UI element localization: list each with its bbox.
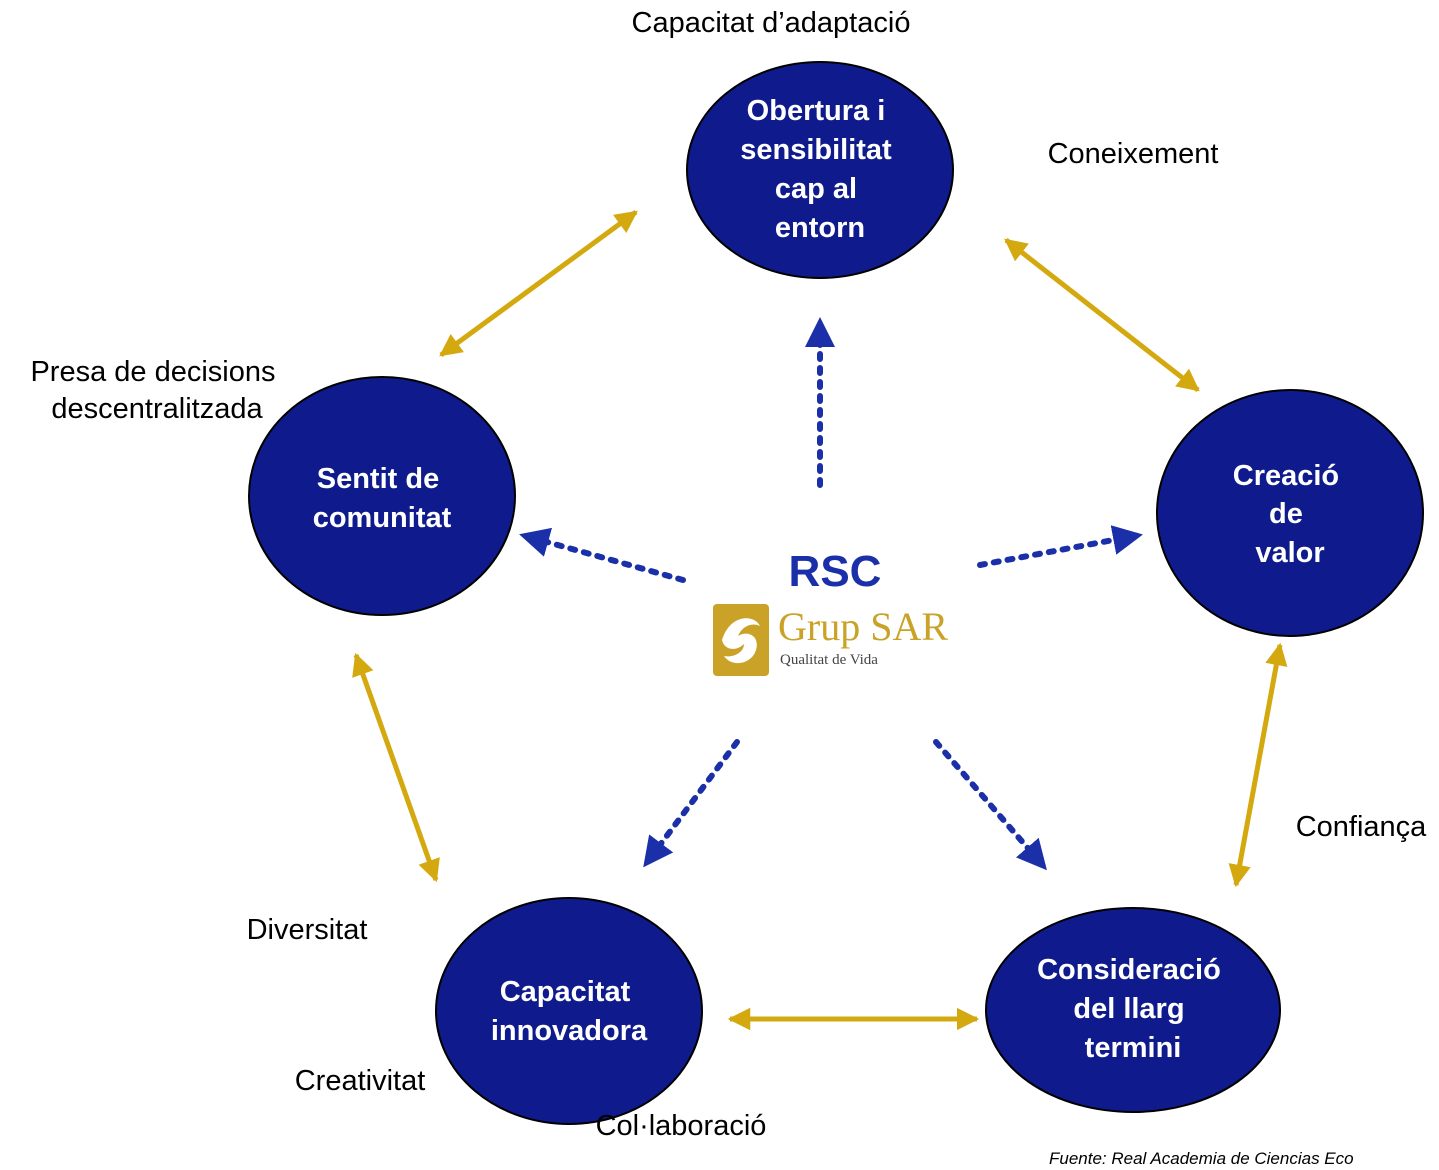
node-creacio-line-2: de bbox=[1269, 498, 1303, 530]
node-obertura-line-1: Obertura i bbox=[747, 95, 886, 127]
node-obertura-line-4: entorn bbox=[775, 212, 865, 244]
node-consideracio-line-2: del llarg bbox=[1073, 993, 1184, 1025]
gold-arrow-creacio-consideracio bbox=[1228, 642, 1288, 888]
svg-text:Obertura i sensibilitat: Obertura i sensibilitat cap al entorn bbox=[740, 95, 900, 244]
node-sentit: Sentit de comunitat bbox=[248, 376, 516, 616]
label-presa-decisions-line-1: Presa de decisions bbox=[30, 356, 275, 388]
node-obertura-line-3: cap al bbox=[775, 173, 857, 205]
node-capacitat-line-2: innovadora bbox=[491, 1015, 648, 1047]
blue-arrow-to-consideracio bbox=[933, 739, 1048, 871]
outer-labels: Capacitat d’adaptació Coneixement Confia… bbox=[30, 7, 1427, 1142]
node-sentit-line-1: Sentit de bbox=[317, 463, 439, 495]
node-creacio-line-1: Creació bbox=[1233, 460, 1339, 492]
node-consideracio-line-1: Consideració bbox=[1037, 954, 1221, 986]
node-creacio-line-3: valor bbox=[1255, 537, 1324, 569]
svg-text:Creació de valor: Creació de valor bbox=[1233, 460, 1347, 569]
label-capacitat-adaptacio: Capacitat d’adaptació bbox=[632, 7, 911, 39]
center-title: RSC bbox=[789, 547, 882, 596]
node-consideracio-line-3: termini bbox=[1085, 1032, 1182, 1064]
svg-text:Capacitat innovadora: Capacitat innovadora bbox=[491, 976, 648, 1047]
label-presa-decisions-line-2: descentralitzada bbox=[51, 393, 263, 425]
label-coneixement: Coneixement bbox=[1048, 138, 1219, 170]
source-note: Fuente: Real Academia de Ciencias Eco bbox=[1049, 1149, 1354, 1168]
node-sentit-line-2: comunitat bbox=[313, 502, 452, 534]
blue-arrow-to-capacitat bbox=[642, 739, 740, 868]
blue-arrow-to-sentit bbox=[519, 527, 686, 583]
node-obertura: Obertura i sensibilitat cap al entorn bbox=[686, 61, 954, 279]
node-obertura-line-2: sensibilitat bbox=[740, 134, 892, 166]
label-presa-decisions: Presa de decisions descentralitzada bbox=[30, 356, 283, 425]
label-diversitat: Diversitat bbox=[247, 914, 368, 946]
logo-tagline: Qualitat de Vida bbox=[780, 652, 878, 668]
gold-arrow-sentit-capacitat bbox=[352, 652, 440, 883]
grup-sar-emblem-icon bbox=[713, 604, 769, 676]
node-creacio: Creació de valor bbox=[1156, 389, 1424, 637]
blue-connectors bbox=[519, 317, 1143, 871]
svg-text:Sentit de comunitat: Sentit de comunitat bbox=[313, 463, 452, 534]
svg-text:Consideració del llarg: Consideració del llarg termini bbox=[1037, 954, 1229, 1064]
gold-arrow-obertura-creacio bbox=[1004, 238, 1200, 392]
gold-arrow-sentit-obertura bbox=[439, 209, 638, 358]
center-rsc: RSC bbox=[789, 547, 882, 596]
label-creativitat: Creativitat bbox=[295, 1065, 426, 1097]
logo-name: Grup SAR bbox=[778, 604, 948, 649]
node-capacitat-line-1: Capacitat bbox=[500, 976, 631, 1008]
label-colaboracio: Col·laboració bbox=[596, 1110, 767, 1142]
node-consideracio: Consideració del llarg termini bbox=[985, 907, 1281, 1113]
label-confianca: Confiança bbox=[1296, 811, 1427, 843]
blue-arrow-to-creacio bbox=[977, 525, 1143, 568]
gold-connectors bbox=[352, 209, 1288, 1031]
node-capacitat: Capacitat innovadora bbox=[435, 897, 703, 1125]
grup-sar-logo: Grup SAR Qualitat de Vida bbox=[713, 604, 948, 676]
